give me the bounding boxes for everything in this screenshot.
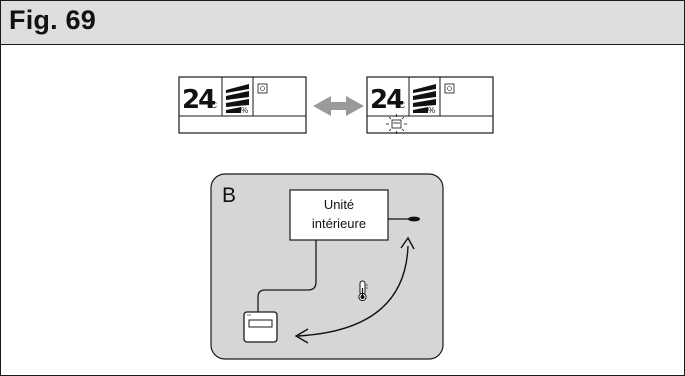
indoor-unit-box: Unité intérieure — [289, 189, 389, 241]
thermometer-icon — [358, 280, 368, 302]
indoor-unit-label-line2: intérieure — [312, 216, 366, 231]
svg-text:%: % — [241, 106, 248, 115]
fan-speed-icon: % — [413, 84, 436, 115]
mode-icon — [257, 83, 268, 94]
lcd-display-right: 24 °C % — [366, 76, 494, 134]
air-flow-arrow — [294, 236, 415, 344]
remote-sensor-icon — [386, 114, 407, 134]
mode-icon — [444, 83, 455, 94]
figure-header: Fig. 69 — [1, 1, 684, 45]
indoor-unit-label-line1: Unité — [324, 197, 354, 212]
lcd-unit-left: °C — [208, 101, 217, 110]
panel-label: B — [222, 184, 236, 207]
double-arrow-icon — [313, 96, 364, 116]
lcd-unit-right: °C — [396, 101, 405, 110]
wired-remote-icon — [243, 311, 278, 343]
temperature-sensor-icon — [388, 216, 420, 222]
lcd-temperature-right: 24 — [370, 85, 403, 115]
remote-cable — [257, 240, 317, 312]
figure-title: Fig. 69 — [9, 5, 96, 35]
fan-speed-icon: % — [226, 84, 249, 115]
svg-text:%: % — [428, 106, 435, 115]
lcd-display-left: 24 °C % — [178, 76, 307, 134]
lcd-temperature-left: 24 — [182, 85, 215, 115]
scenario-panel-b: B Unité intérieure — [210, 173, 444, 360]
